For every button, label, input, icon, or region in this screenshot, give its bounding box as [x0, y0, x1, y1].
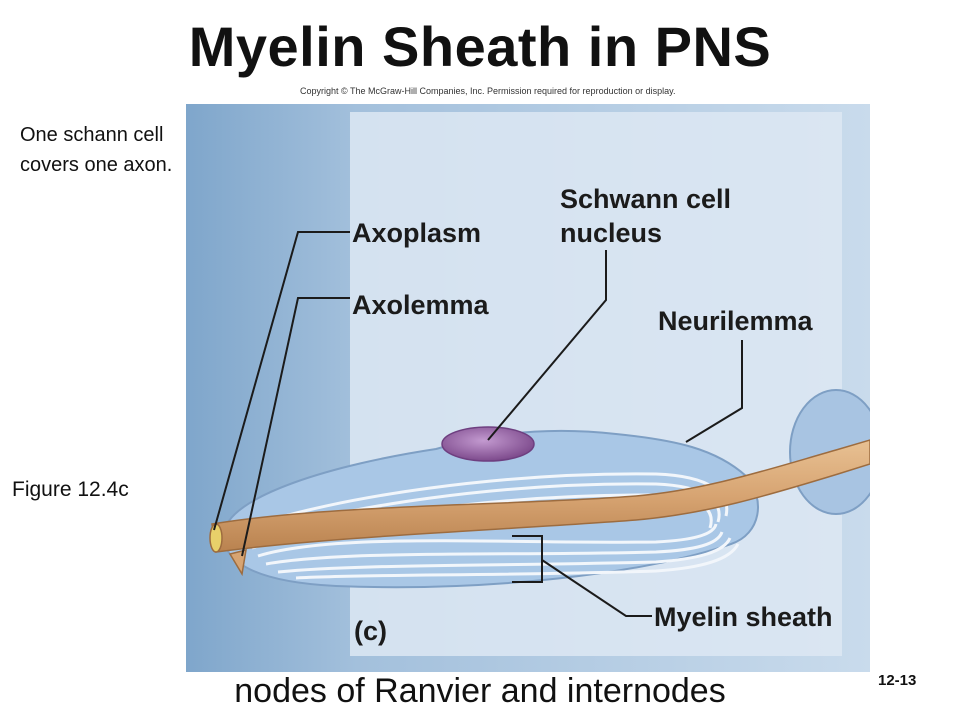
- myelin-diagram: Axoplasm Axolemma Schwann cell nucleus N…: [186, 104, 870, 672]
- panel-letter: (c): [354, 616, 387, 646]
- side-note: One schann cell covers one axon.: [20, 124, 173, 176]
- label-myelin-sheath: Myelin sheath: [654, 602, 833, 632]
- figure-reference: Figure 12.4c: [12, 478, 129, 501]
- label-schwann-nucleus-line2: nucleus: [560, 218, 663, 248]
- axon: [211, 439, 870, 553]
- axon-cut-end: [209, 523, 223, 553]
- leader-lines: [213, 231, 743, 617]
- label-axoplasm: Axoplasm: [352, 218, 482, 248]
- label-schwann-nucleus-line1: Schwann cell: [560, 184, 732, 214]
- slide-title: Myelin Sheath in PNS: [188, 15, 772, 78]
- label-schwann-nucleus: Schwann cell nucleus: [560, 182, 731, 250]
- copyright-notice: Copyright © The McGraw-Hill Companies, I…: [300, 86, 676, 96]
- label-axolemma: Axolemma: [352, 290, 489, 320]
- footer-caption: nodes of Ranvier and internodes: [234, 672, 726, 710]
- schwann-nucleus: [441, 426, 535, 462]
- diagram-illustration: [186, 104, 870, 672]
- slide-number: 12-13: [878, 672, 917, 689]
- label-neurilemma: Neurilemma: [658, 306, 813, 336]
